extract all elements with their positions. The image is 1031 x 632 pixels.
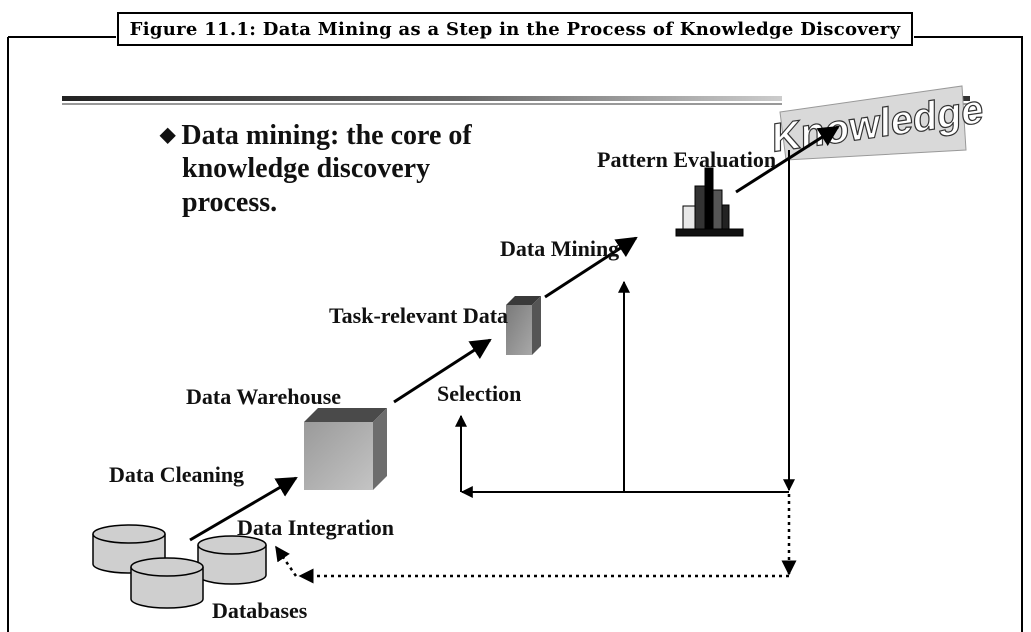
- label-data-cleaning: Data Cleaning: [109, 462, 245, 487]
- data-warehouse-cube-icon: [304, 408, 387, 490]
- bullet-text-3: process.: [182, 187, 278, 218]
- bullet-text-2: knowledge discovery: [182, 153, 431, 184]
- bullet-diamond-icon: ◆: [160, 124, 176, 146]
- task-relevant-data-cube-icon: [506, 296, 541, 355]
- header-rule: [62, 96, 970, 105]
- process-flow-arrows: [189, 125, 840, 542]
- label-pattern-evaluation: Pattern Evaluation: [597, 147, 777, 172]
- databases-icon: [92, 524, 267, 609]
- label-data-integration: Data Integration: [237, 515, 395, 540]
- label-task-relevant-data: Task-relevant Data: [329, 303, 509, 328]
- figure-caption: Figure 11.1: Data Mining as a Step in th…: [117, 12, 913, 46]
- pattern-evaluation-chart-icon: [675, 167, 744, 237]
- bullet-text-1: Data mining: the core of: [181, 120, 472, 151]
- dotted-feedback-arrows: [274, 494, 797, 584]
- figure-frame: [7, 36, 1023, 632]
- label-data-mining: Data Mining: [500, 236, 620, 261]
- label-data-warehouse: Data Warehouse: [186, 384, 342, 409]
- label-selection: Selection: [437, 381, 522, 406]
- feedback-arrows: [455, 150, 795, 498]
- label-databases: Databases: [212, 598, 308, 623]
- bullet-line-1: ◆Data mining: the core of: [160, 118, 472, 153]
